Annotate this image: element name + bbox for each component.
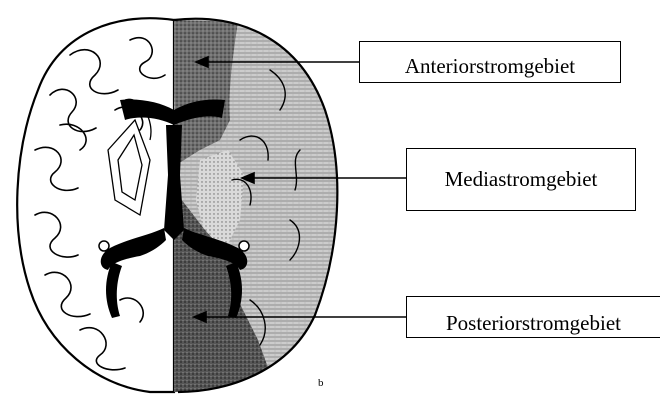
anterior-label: Anteriorstromgebiet xyxy=(405,54,575,79)
left-hemisphere xyxy=(17,18,174,392)
figure-mark: b xyxy=(318,377,324,389)
anterior-label-box: Anteriorstromgebiet xyxy=(359,41,621,83)
posterior-label: Posteriorstromgebiet xyxy=(446,311,621,336)
media-label: Mediastromgebiet xyxy=(445,167,598,192)
posterior-label-box: Posteriorstromgebiet xyxy=(406,296,660,338)
media-label-box: Mediastromgebiet xyxy=(406,148,636,211)
small-circle-right xyxy=(239,241,249,251)
small-circle-left xyxy=(99,241,109,251)
right-hemisphere xyxy=(170,10,350,396)
